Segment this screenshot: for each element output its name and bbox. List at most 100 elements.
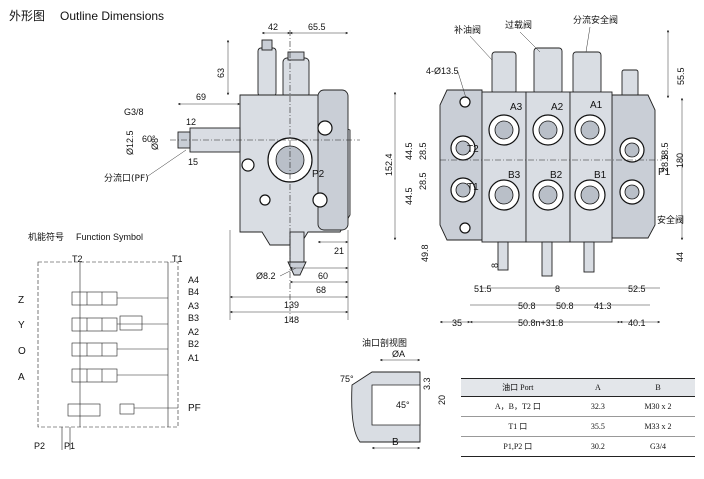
label-p1: P1 [658,167,671,178]
section-dim-3-3: 3.3 [422,377,432,390]
dim-12: 12 [186,117,196,127]
dim-8-left: 8 [490,263,500,268]
table-cell: 32.3 [574,396,622,417]
symbol-port-p1: P1 [64,441,75,451]
spool-stem-1 [583,241,595,273]
dim-28-5d: 28.5 [660,142,670,160]
label-b2: B2 [550,170,563,181]
table-cell: P1,P2 口 [461,436,575,457]
side-bolt-4 [259,194,271,206]
dim-180: 180 [675,153,685,168]
dim-8-bottom: 8 [555,284,560,294]
table-row: T1 口 35.5 M33 x 2 [461,416,695,437]
dim-28-5c: 28.5 [660,154,670,172]
port-section-view: 油口剖视图 ØA 75° 45° 3.3 20 B [340,337,447,450]
symbol-row-z: Z [18,295,24,306]
bottom-pin [289,231,305,263]
dim-139: 139 [284,300,299,310]
symbol-row-a: A [18,372,25,383]
callout-safety-valve: 安全阀 [657,214,684,226]
symbol-port-a2: A2 [188,327,199,337]
dim-69: 69 [196,92,206,102]
front-view: 补油阀 过载阀 分流安全阀 安全阀 4-Ø13.5 A3 A2 A1 B3 B2… [384,14,686,328]
dim-40-1: 40.1 [628,318,646,328]
dim-52-5: 52.5 [628,284,646,294]
section-phi-a: ØA [392,349,405,359]
mount-hole-2 [459,222,471,234]
callout-make-up-valve: 补油阀 [454,24,481,36]
label-b1: B1 [594,170,607,181]
label-phi8: Ø8 [150,138,160,150]
dim-63: 63 [216,68,226,78]
dim-60: 60 [318,271,328,281]
mount-hole-1 [459,96,471,108]
label-t1: T1 [467,182,479,193]
side-valve-cap-1 [257,47,277,97]
section-title: 油口剖视图 [362,337,407,349]
symbol-port-t1: T1 [172,254,183,264]
side-view: 42 65.5 63 69 12 15 21 60 68 139 148 G3/… [104,22,360,325]
table-row: P1,P2 口 30.2 G3/4 [461,436,695,457]
symbol-valve-y [71,317,118,332]
symbol-port-p2: P2 [34,441,45,451]
table-header-b: B [621,378,695,397]
dim-152-4: 152.4 [384,153,394,176]
symbol-port-a4: A4 [188,275,199,285]
table-cell: A，B，T2 口 [461,396,575,417]
dim-41-3: 41.3 [594,301,612,311]
symbol-flow-valve [67,403,101,417]
symbol-port-pf: PF [188,403,201,414]
cap-a1 [572,51,602,95]
label-t2: T2 [467,144,479,155]
label-phi82: Ø8.2 [256,271,276,281]
dim-49-8: 49.8 [420,244,430,262]
symbol-row-o: O [18,346,26,357]
end-plate-right [611,94,656,239]
dim-65-5: 65.5 [308,22,326,32]
dim-55-5: 55.5 [676,67,686,85]
callout-flow-safety-valve: 分流安全阀 [573,14,618,26]
dim-28-5b: 28.5 [418,172,428,190]
table-header-a: A [574,378,622,397]
title-en: Outline Dimensions [60,9,164,23]
port-table: 油口 Port A B A，B，T2 口 32.3 M30 x 2 T1 口 3… [461,378,695,457]
side-valve-nut-1 [261,39,273,51]
callout-overload-valve: 过载阀 [505,19,532,31]
side-valve-nut-2 [287,51,305,61]
dim-44: 44 [675,252,685,262]
symbol-port-b4: B4 [188,287,199,297]
dim-44-5b: 44.5 [404,187,414,205]
dim-50-8b: 50.8 [556,301,574,311]
section-angle-75: 75° [340,374,354,384]
symbol-check-valve [119,315,143,331]
symbol-valve-o [71,342,118,357]
symbol-relief-valve [119,403,135,415]
bottom-pin-tip [287,261,307,276]
cap-a2 [533,47,563,95]
label-a3: A3 [510,102,523,113]
symbol-row-y: Y [18,320,25,331]
table-cell: G3/4 [621,436,695,457]
label-a2: A2 [551,102,564,113]
dim-15: 15 [188,157,198,167]
section-dim-20: 20 [437,395,447,405]
dim-28-5a: 28.5 [418,142,428,160]
function-symbol: 机能符号 Function Symbol Z Y O A T2 T1 A4 B4… [18,231,201,451]
dim-148: 148 [284,315,299,325]
label-a1: A1 [590,100,603,111]
table-cell: 30.2 [574,436,622,457]
dim-50-8n: 50.8n+31.8 [518,318,563,328]
side-bolt-2 [317,120,333,136]
symbol-port-t2: T2 [72,254,83,264]
section-angle-45: 45° [396,400,410,410]
symbol-port-b2: B2 [188,339,199,349]
dim-42: 42 [268,22,278,32]
label-b3: B3 [508,170,521,181]
dim-51-5: 51.5 [474,284,492,294]
spool-stem-2 [541,241,553,277]
symbol-port-b3: B3 [188,313,199,323]
end-plate-left [439,89,483,241]
symbol-port-a1: A1 [188,353,199,363]
label-pf-port: 分流口(PF) [104,172,149,184]
